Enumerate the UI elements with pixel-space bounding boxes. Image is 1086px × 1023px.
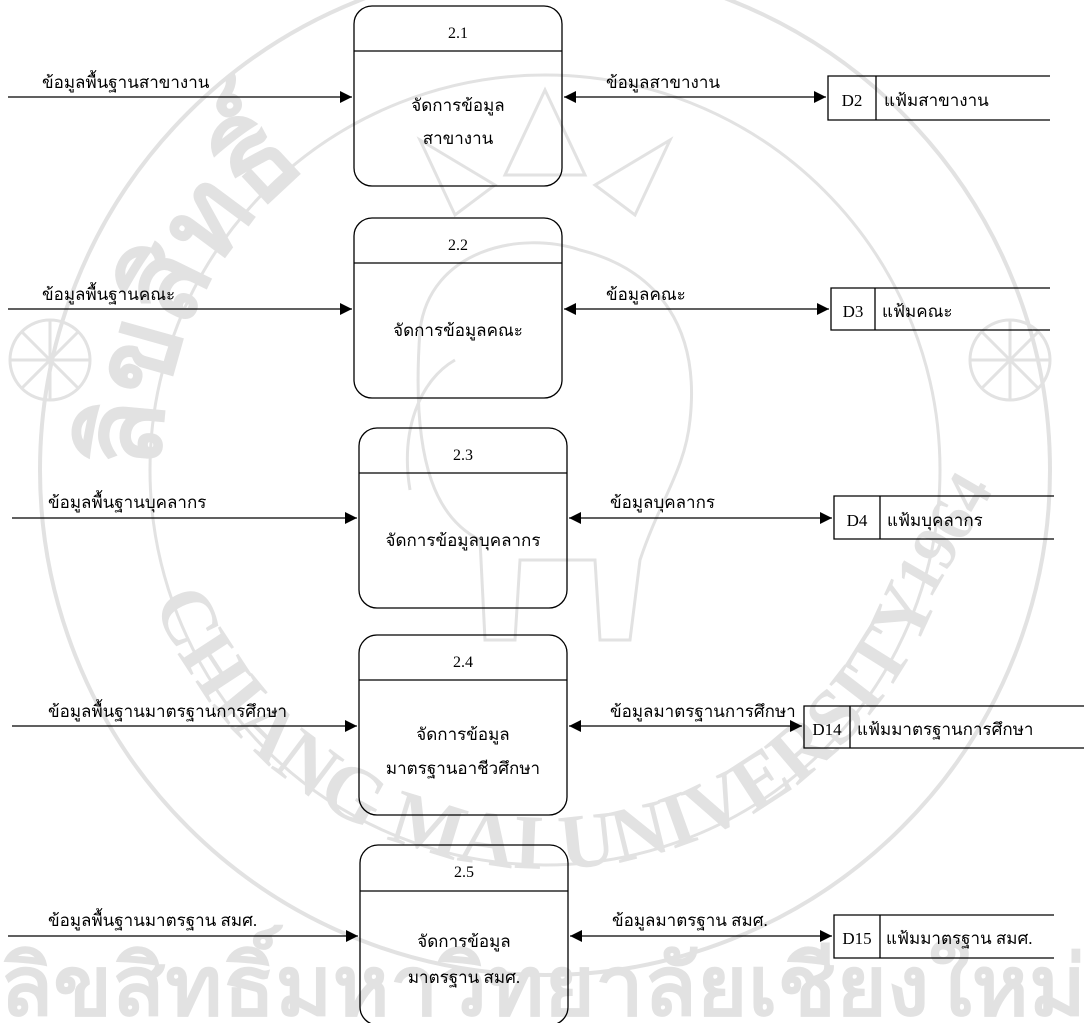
data-store	[803, 705, 1084, 749]
process-label-line-1: จัดการข้อมูล	[417, 932, 510, 952]
flow-label: ข้อมูลมาตรฐาน สมศ.	[612, 911, 768, 931]
process-number: 2.5	[454, 864, 474, 881]
dfd-row-2-4: ข้อมูลพื้นฐานมาตรฐานการศึกษา 2.4 จัดการข…	[12, 634, 1084, 816]
flow-label: ข้อมูลมาตรฐานการศึกษา	[610, 702, 796, 722]
data-store-name: แฟ้มบุคลากร	[887, 511, 983, 531]
process-label-line-1: จัดการข้อมูลคณะ	[393, 321, 523, 341]
process-label-line-2: มาตรฐานอาชีวศึกษา	[386, 759, 540, 779]
process-number: 2.3	[453, 447, 473, 464]
data-store-id: D15	[842, 929, 871, 948]
bottom-watermark-text: ลิขสิทธิ์มหาวิทยาลัยเชียงใหม่	[0, 924, 1086, 1023]
dfd-row-2-1: ข้อมูลพื้นฐานสาขางาน 2.1 จัดการข้อมูล สา…	[8, 5, 1050, 187]
input-label: ข้อมูลพื้นฐานคณะ	[42, 282, 175, 305]
seal-elephant	[405, 241, 693, 642]
process-label-line-1: จัดการข้อมูล	[411, 96, 504, 116]
input-label: ข้อมูลพื้นฐานสาขางาน	[42, 70, 210, 93]
data-store	[833, 495, 1054, 540]
input-label: ข้อมูลพื้นฐานมาตรฐานการศึกษา	[48, 699, 287, 722]
flow-label: ข้อมูลคณะ	[606, 285, 686, 305]
process-label-line-1: จัดการข้อมูลบุคลากร	[386, 531, 541, 551]
process-number: 2.2	[448, 237, 468, 254]
data-store-id: D2	[842, 91, 863, 110]
data-store-name: แฟ้มมาตรฐาน สมศ.	[886, 929, 1033, 949]
seal-sun-rays	[416, 86, 674, 218]
dfd-row-2-5: ข้อมูลพื้นฐานมาตรฐาน สมศ. 2.5 จัดการข้อม…	[8, 844, 1054, 1023]
seal-thai-arc-text: ลิขสิทธิ์	[61, 71, 331, 472]
data-store-name: แฟ้มมาตรฐานการศึกษา	[857, 720, 1033, 740]
process-number: 2.4	[453, 654, 473, 671]
process-label-line-1: จัดการข้อมูล	[416, 725, 509, 745]
process-label-line-2: สาขางาน	[423, 129, 494, 148]
process-box	[359, 844, 569, 1023]
process-box	[358, 427, 568, 609]
seal-flower-right	[968, 318, 1052, 402]
flow-label: ข้อมูลสาขางาน	[606, 73, 720, 93]
data-store	[830, 287, 1050, 331]
data-store-id: D14	[812, 720, 842, 739]
seal-flower-left	[8, 318, 92, 402]
process-box	[353, 217, 563, 399]
process-number: 2.1	[448, 25, 468, 42]
data-store-id: D4	[847, 511, 868, 530]
input-label: ข้อมูลพื้นฐานมาตรฐาน สมศ.	[48, 908, 257, 931]
data-store-id: D3	[843, 302, 864, 321]
process-box	[353, 5, 563, 187]
dfd-row-2-2: ข้อมูลพื้นฐานคณะ 2.2 จัดการข้อมูลคณะ ข้อ…	[8, 217, 1050, 399]
process-box	[358, 634, 568, 816]
data-store-name: แฟ้มสาขางาน	[884, 91, 989, 110]
input-label: ข้อมูลพื้นฐานบุคลากร	[48, 490, 206, 513]
dfd-row-2-3: ข้อมูลพื้นฐานบุคลากร 2.3 จัดการข้อมูลบุค…	[12, 427, 1054, 609]
flow-label: ข้อมูลบุคลากร	[610, 493, 715, 513]
seal-outer-ring	[38, 0, 1052, 977]
process-label-line-2: มาตรฐาน สมศ.	[408, 968, 520, 988]
data-store	[833, 914, 1054, 959]
data-store-name: แฟ้มคณะ	[882, 302, 952, 321]
seal-inner-ring	[148, 73, 942, 867]
data-store	[827, 75, 1050, 121]
